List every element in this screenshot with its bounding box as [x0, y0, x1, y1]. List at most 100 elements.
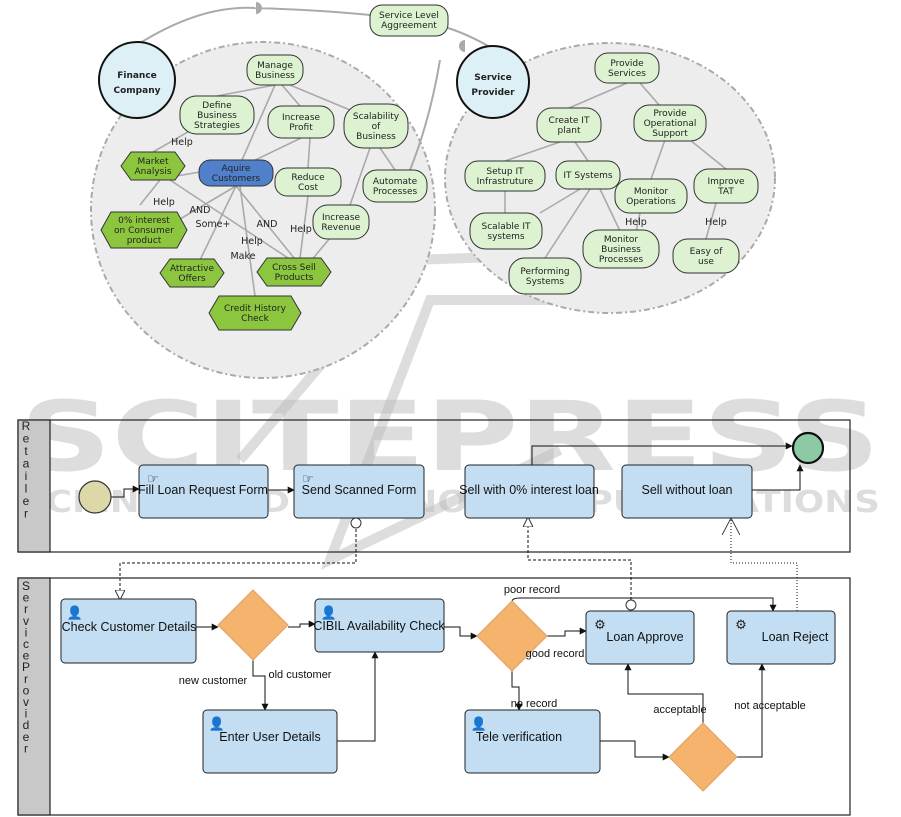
task-cibil[interactable]: 👤CIBIL Availability Check: [313, 598, 445, 653]
dependency-marker: [459, 40, 465, 52]
link-label: Some+: [196, 219, 231, 230]
bpmn-flows: [111, 442, 804, 761]
goal-links: [139, 82, 727, 297]
hand-icon: ☞: [147, 472, 159, 487]
user-icon: 👤: [321, 605, 337, 621]
node-label: Provide: [610, 59, 644, 69]
node-label: Processes: [599, 255, 644, 265]
node-label: Check: [241, 314, 269, 324]
link-label: Help: [705, 217, 727, 228]
flow-label-no: no record: [511, 698, 557, 710]
task-label: Loan Reject: [762, 630, 829, 644]
node-label: Create IT: [549, 116, 590, 126]
task-sell0[interactable]: Sell with 0% interest loan: [459, 464, 599, 519]
node-label: Business: [255, 71, 295, 81]
task-send[interactable]: ☞Send Scanned Form: [293, 464, 425, 519]
task-reject[interactable]: ⚙ Loan Reject: [726, 610, 836, 665]
node-label: Infrastruture: [477, 177, 534, 187]
node-label: Business: [601, 245, 641, 255]
task-sellno[interactable]: Sell without loan: [621, 464, 753, 519]
node-label: Aggreement: [381, 21, 437, 31]
node-label: IT Systems: [563, 171, 613, 181]
flow-label-new: new customer: [179, 675, 248, 687]
actor-label: Service: [474, 73, 511, 83]
flow-label-acc: acceptable: [653, 704, 706, 716]
link-label: Make: [230, 251, 255, 262]
node-label: Performing: [520, 267, 569, 277]
node-label: Business: [197, 111, 237, 121]
gear-icon: ⚙: [594, 618, 606, 633]
task-tele[interactable]: 👤Tele verification: [464, 709, 601, 774]
node-label: Credit History: [224, 304, 287, 314]
dependency-link: [409, 59, 441, 171]
node-label: Offers: [178, 274, 206, 284]
node-label: Cross Sell: [272, 263, 316, 273]
node-label: Business: [356, 132, 396, 142]
node-label: 0% interest: [118, 216, 170, 226]
gateway-record-check[interactable]: [476, 600, 548, 672]
node-label: Support: [652, 129, 688, 139]
gear-icon: ⚙: [735, 618, 747, 633]
node-label: Increase: [322, 213, 361, 223]
gateway-verification[interactable]: [668, 722, 738, 792]
flow-label-notacc: not acceptable: [734, 700, 806, 712]
node-label: systems: [487, 232, 525, 242]
task-approve[interactable]: ⚙Loan Approve: [585, 610, 695, 665]
node-label: Market: [138, 157, 169, 167]
actor-label: Finance: [117, 71, 157, 81]
end-event[interactable]: [791, 431, 825, 465]
user-icon: 👤: [471, 716, 487, 732]
link-label: AND: [257, 219, 278, 230]
task-check[interactable]: 👤Check Customer Details: [60, 598, 197, 664]
actor-label: Provider: [471, 88, 515, 98]
node-label: Setup IT: [486, 167, 524, 177]
goal-its[interactable]: IT Systems: [555, 160, 621, 190]
gateway-customer-type[interactable]: [217, 589, 289, 661]
task-label: Fill Loan Request Form: [138, 483, 268, 497]
task-fill[interactable]: ☞Fill Loan Request Form: [138, 464, 269, 519]
node-label: TAT: [717, 187, 734, 197]
node-label: on Consumer: [114, 226, 174, 236]
node-label: Scalable IT: [482, 222, 531, 232]
node-label: Operations: [626, 197, 676, 207]
node-label: Define: [202, 101, 232, 111]
node-label: Cost: [298, 183, 318, 193]
hand-icon: ☞: [302, 472, 314, 487]
task-enter[interactable]: 👤Enter User Details: [202, 709, 338, 774]
node-label: Systems: [526, 277, 565, 287]
node-label: Manage: [257, 61, 293, 71]
node-label: Provide: [653, 109, 687, 119]
link-label: Help: [153, 197, 175, 208]
start-event[interactable]: [78, 480, 112, 514]
bpmn-nodes: ☞Fill Loan Request Form☞Send Scanned For…: [60, 431, 836, 792]
node-label: Revenue: [321, 223, 361, 233]
